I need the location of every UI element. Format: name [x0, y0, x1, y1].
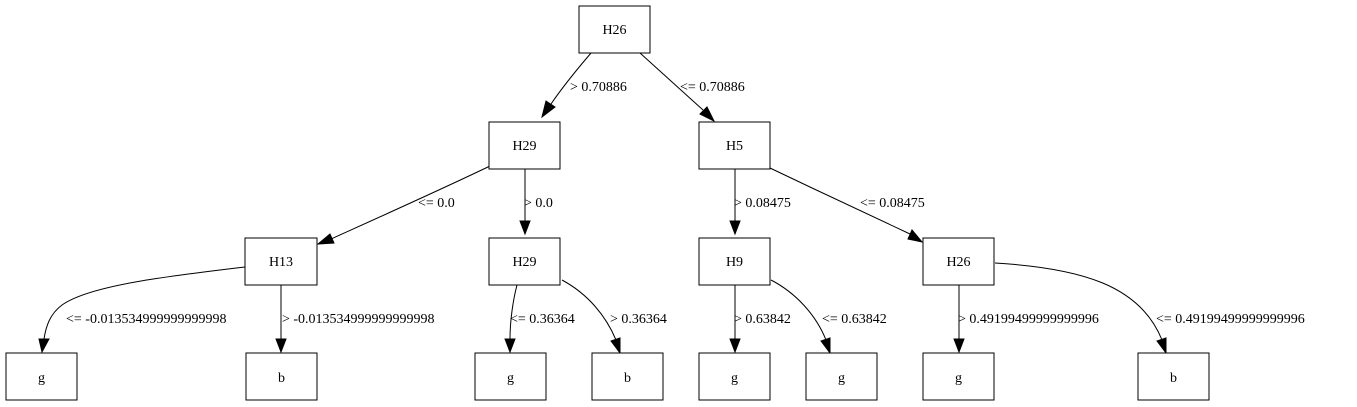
leaf-label: g — [955, 371, 962, 386]
edge-h29-to-h13 — [316, 165, 491, 245]
node-h13: H13 — [244, 237, 318, 286]
leaf-label: g — [507, 371, 514, 386]
node-label: H26 — [602, 23, 626, 38]
edge-label: > -0.013534999999999998 — [282, 312, 435, 327]
edge-label: > 0.70886 — [570, 80, 627, 95]
edge-h5-to-h9 — [729, 169, 741, 236]
node-label: H29 — [512, 139, 536, 154]
leaf-label: g — [838, 371, 845, 386]
edge-h13-to-g — [38, 266, 246, 354]
edge-label: <= 0.49199499999999996 — [1156, 312, 1305, 327]
edge-label: <= 0.36364 — [510, 312, 575, 327]
leaf-node-b: b — [591, 352, 664, 401]
edge-label: > 0.08475 — [734, 196, 791, 211]
node-label: H13 — [269, 255, 293, 270]
edge-label: <= 0.70886 — [680, 80, 745, 95]
leaf-node-g: g — [805, 352, 878, 401]
edge-h26-to-h5 — [639, 52, 716, 123]
node-h26-root: H26 — [578, 5, 651, 54]
edge-h26-to-b — [994, 262, 1167, 355]
node-label: H26 — [946, 255, 970, 270]
edge-label: > 0.36364 — [610, 312, 667, 327]
edge-label: <= 0.63842 — [822, 312, 887, 327]
edge-label: <= 0.08475 — [860, 196, 925, 211]
leaf-label: b — [1170, 371, 1177, 386]
node-label: H5 — [726, 139, 743, 154]
edge-h29-to-g — [504, 284, 518, 354]
leaf-node-g: g — [474, 352, 547, 401]
leaf-node-b: b — [245, 352, 318, 401]
node-h29-left: H29 — [488, 121, 561, 170]
leaf-label: b — [624, 371, 631, 386]
edge-h9-to-g — [729, 285, 741, 354]
edge-label: <= -0.013534999999999998 — [66, 312, 226, 327]
leaf-label: b — [278, 371, 285, 386]
edge-h13-to-b — [275, 285, 287, 354]
edge-h9-to-g-right — [770, 279, 831, 355]
edge-label: > 0.49199499999999996 — [958, 312, 1099, 327]
node-h29-inner: H29 — [488, 237, 561, 286]
edge-h26-to-g — [953, 285, 965, 354]
edge-h5-to-h26 — [769, 167, 924, 243]
leaf-node-g: g — [922, 352, 995, 401]
node-h9: H9 — [698, 237, 771, 286]
node-label: H9 — [726, 255, 743, 270]
edge-label: <= 0.0 — [418, 196, 455, 211]
node-h26-inner: H26 — [922, 237, 995, 286]
leaf-node-b: b — [1137, 352, 1210, 401]
node-label: H29 — [512, 255, 536, 270]
edge-label: > 0.63842 — [734, 312, 791, 327]
leaf-label: g — [38, 371, 45, 386]
leaf-node-g: g — [698, 352, 771, 401]
edge-h29-to-h29 — [519, 169, 531, 236]
leaf-label: g — [731, 371, 738, 386]
edge-h29-to-b — [561, 279, 621, 355]
edge-h26-to-h29 — [541, 52, 592, 119]
leaf-node-g: g — [5, 352, 78, 401]
node-h5: H5 — [698, 121, 771, 170]
edge-label: > 0.0 — [524, 196, 553, 211]
